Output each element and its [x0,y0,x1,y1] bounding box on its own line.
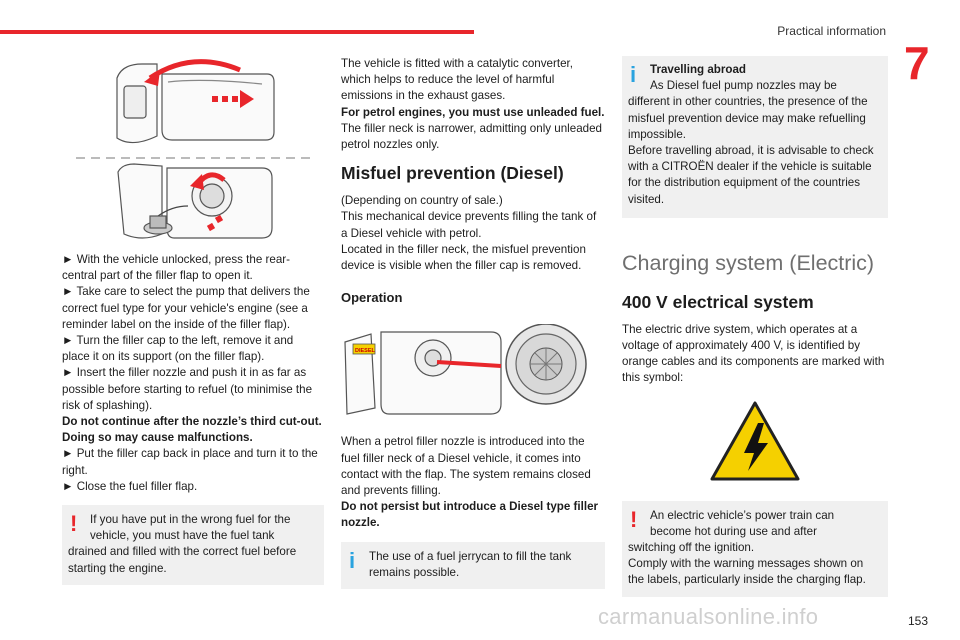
warning-exclamation-icon: ! [630,506,638,532]
instruction-3: ► Turn the filler cap to the left, remov… [62,334,294,364]
high-voltage-warning-symbol [710,401,800,481]
travel-note-line-1: As Diesel fuel pump nozzles may be [650,79,837,93]
filler-neck-note: The filler neck is narrower, admitting o… [341,121,602,152]
misfuel-location: Located in the filler neck, the misfuel … [341,242,586,273]
hot-powertrain-warning-note: ! An electric vehicle’s power train can … [622,500,888,597]
pull-arrow-icon [206,214,224,232]
misfuel-purpose: This mechanical device prevents filling … [341,210,597,240]
diesel-label: DIESEL [355,348,376,354]
operation-advice: Do not persist but introduce a Diesel ty… [341,500,599,530]
operation-heading: Operation [341,290,403,306]
charging-system-heading: Charging system (Electric) [622,250,875,275]
info-icon: i [349,547,356,573]
note-line-1: If you have put in the wrong fuel for th… [90,513,291,543]
jerrycan-line-2: remains possible. [369,565,460,579]
misfuel-heading: Misfuel prevention (Diesel) [341,163,564,184]
column-middle: The vehicle is fitted with a catalytic c… [341,56,605,590]
filler-flap-illustration [76,59,314,239]
instruction-1: ► With the vehicle unlocked, press the r… [62,253,290,283]
flap-open-diagram [116,63,275,144]
chapter-number: 7 [904,37,930,89]
info-icon: i [630,62,637,87]
warn-line-4: Comply with the warning messages shown o… [628,557,866,587]
column-right: i Travelling abroad As Diesel fuel pump … [622,56,888,597]
travel-note-title: Travelling abroad [650,63,746,76]
instruction-5: ► Put the filler cap back in place and t… [62,447,318,477]
wrong-fuel-warning-note: ! If you have put in the wrong fuel for … [62,505,324,585]
electrical-system-body: The electric drive system, which operate… [622,322,885,385]
jerrycan-line-1: The use of a fuel jerrycan to fill the t… [369,549,572,563]
instruction-6: ► Close the fuel filler flap. [62,479,198,493]
electrical-system-heading: 400 V electrical system [622,291,814,312]
instruction-2: ► Take care to select the pump that deli… [62,285,310,331]
third-cutout-warning: Do not continue after the nozzle’s third… [62,415,322,445]
travel-note-advice: Before travelling abroad, it is advisabl… [628,144,874,206]
warn-line-2: become hot during use and after [650,524,817,538]
warn-line-3: switching off the ignition. [628,541,755,555]
warn-line-1: An electric vehicle’s power train can [650,508,835,522]
press-arrow-icon [212,90,254,108]
nozzle-pointer-icon [436,360,502,369]
section-title: Practical information [777,24,886,38]
warning-exclamation-icon: ! [70,511,78,537]
instruction-list: ► With the vehicle unlocked, press the r… [62,252,324,495]
misfuel-country: (Depending on country of sale.) [341,194,503,208]
travel-note-body: different in other countries, the presen… [628,95,868,141]
travelling-abroad-note: i Travelling abroad As Diesel fuel pump … [622,56,888,218]
jerrycan-info-note: i The use of a fuel jerrycan to fill the… [341,541,605,590]
top-accent-bar [0,30,474,34]
page-number: 153 [907,614,928,628]
note-line-2: drained and filled with the correct fuel… [68,545,297,575]
flap-closeup-icon [505,324,587,406]
operation-description: When a petrol filler nozzle is introduce… [341,435,591,498]
cap-removal-diagram [117,163,273,239]
catalytic-intro: The vehicle is fitted with a catalytic c… [341,57,573,103]
unleaded-requirement: For petrol engines, you must use unleade… [341,105,605,119]
instruction-4: ► Insert the filler nozzle and push it i… [62,366,313,412]
lightning-bolt-icon [744,422,768,471]
column-left: ► With the vehicle unlocked, press the r… [62,56,324,585]
watermark: carmanualsonline.info [598,604,819,629]
misfuel-device-illustration: DIESEL [344,324,587,416]
